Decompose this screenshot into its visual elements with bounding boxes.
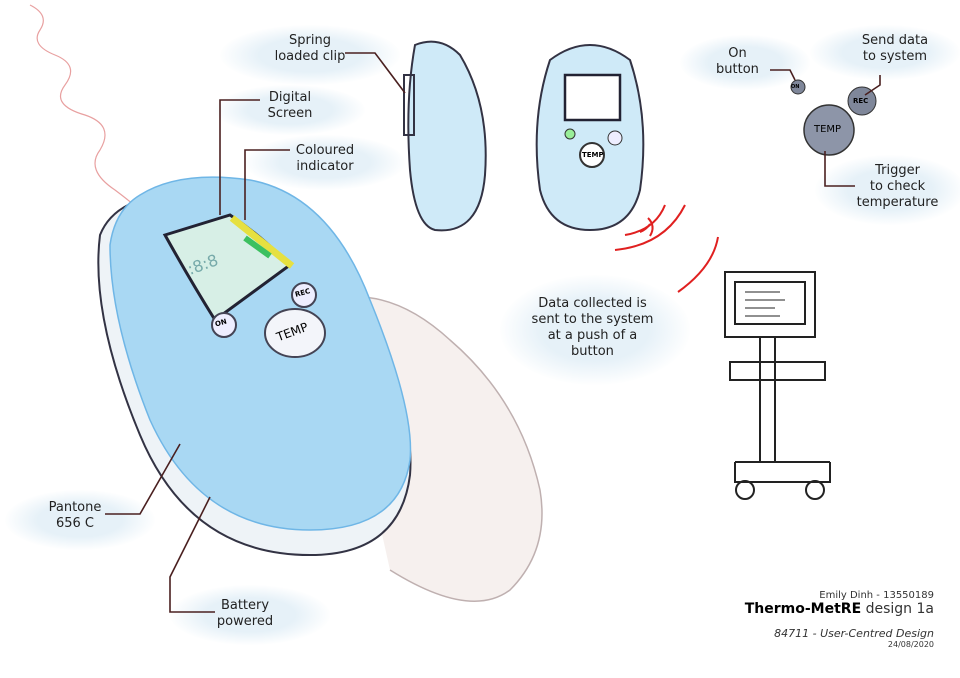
temp-detail-label: TEMP [814,124,842,135]
clip [403,74,415,136]
label-halo [810,25,960,80]
main-device: :8:8 [97,176,412,557]
credits-block: Emily Dinh - 13550189 Thermo-MetRE desig… [745,590,934,649]
front-view-device [535,44,645,232]
label-halo [220,25,400,85]
date: 24/08/2020 [887,640,934,649]
label-halo [170,585,330,645]
side-view-device [408,41,486,231]
label-halo [680,35,810,90]
rec-detail-label: REC [853,97,869,105]
on-detail-label: ON [791,84,800,90]
on-button-detail [790,79,806,95]
course: 84711 - User-Centred Design [774,627,934,640]
design-version: design 1a [861,601,934,617]
label-halo [245,135,405,190]
temp-button-detail [803,104,855,156]
front-temp-label: TEMP [582,151,604,159]
author: Emily Dinh - 13550189 [819,590,934,601]
label-halo [215,85,365,135]
label-halo [5,490,155,550]
leader-lines [105,52,881,613]
cable [29,4,146,216]
label-halo [500,275,690,385]
computer-cart [724,271,831,500]
rec-button-detail [847,86,877,116]
product-name: Thermo-MetRE [744,601,862,617]
wireless-signal-icon [614,204,719,293]
label-halo [815,155,960,225]
design-title: Thermo-MetRE design 1a [745,601,934,617]
